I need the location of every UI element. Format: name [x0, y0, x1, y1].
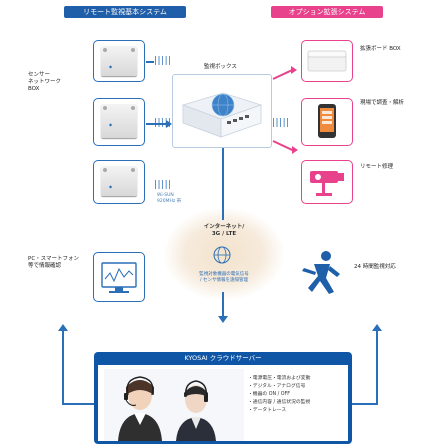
- globe-icon: [213, 246, 231, 268]
- server-bullet: ・通信内容 / 通信状況の監視: [248, 400, 311, 405]
- monitoring-label: 24 時間監視対応: [354, 264, 396, 270]
- internet-label: インターネット/ 3G / LTE: [203, 224, 245, 237]
- server-inner: ・電源電圧・電流および変動 ・デジタル・アナログ信号 ・機器の ON / OFF…: [98, 365, 348, 441]
- sensor-box-3: ◆: [93, 160, 145, 204]
- pc-label: PC・スマートフォン 等で情報確認: [28, 256, 79, 269]
- arrow-line: [62, 331, 64, 405]
- arrow-line: [62, 403, 96, 405]
- server-bullet: ・電源電圧・電流および変動: [248, 376, 311, 381]
- arrow-pink-icon: [291, 66, 297, 74]
- signal-bars-icon: |||||: [154, 56, 172, 66]
- basic-system-banner: リモート監視基本システム: [64, 6, 186, 18]
- sensor-logo-icon: ◆: [109, 64, 113, 69]
- arrow-line-pink: [272, 140, 294, 152]
- option-label-field-analysis: 現場で調査・解析: [360, 100, 405, 106]
- option-label-expansion: 拡張ボード BOX: [360, 46, 401, 52]
- arrow-pink-icon: [292, 146, 298, 154]
- operators-illustration: [104, 369, 244, 441]
- arrow-line: [146, 123, 168, 125]
- running-person-icon: [296, 248, 346, 304]
- cloud-note: 監視対象機器の電気信号 / センサ情報を遠隔管理: [199, 272, 249, 283]
- expansion-board-icon: [307, 50, 347, 72]
- internet-cloud: [164, 208, 284, 300]
- sensor-logo-icon: ◆: [109, 184, 113, 189]
- arrow-line: [222, 292, 224, 316]
- arrow-line: [376, 331, 378, 405]
- arrow-line: [222, 148, 224, 220]
- option-system-banner: オプション拡張システム: [271, 6, 383, 18]
- option-box-remote-repair: [301, 160, 353, 204]
- arrow-up-icon: [58, 324, 68, 331]
- arrow-up-icon: [372, 324, 382, 331]
- option-box-expansion: [301, 40, 353, 82]
- camera-icon: [310, 171, 344, 196]
- signal-bars-icon: |||||: [154, 180, 172, 190]
- arrow-line: [350, 403, 378, 405]
- sensor-box-1: ◆: [93, 40, 145, 82]
- option-label-remote-repair: リモート修理: [360, 164, 394, 170]
- arrow-right-icon: [166, 120, 172, 128]
- monitor-chart-icon: [101, 262, 137, 293]
- monitor-box-frame: [172, 74, 272, 148]
- sensor-box-2: ◆: [93, 98, 145, 146]
- arrow-down-icon: [218, 316, 228, 323]
- pc-box: [93, 252, 145, 302]
- server-bullet: ・デジタル・アナログ信号: [248, 384, 306, 389]
- server-bullet: ・データトレース: [248, 408, 287, 413]
- sensor-network-label: センサー ネットワーク BOX: [28, 72, 62, 92]
- cloud-server-panel: KYOSAI クラウドサーバー ・電源電圧・電流および変動 ・デジタル・アナログ…: [94, 352, 352, 444]
- sensor-logo-icon: ◆: [109, 122, 113, 127]
- monitor-box-label: 監視ボックス: [204, 64, 237, 70]
- server-title: KYOSAI クラウドサーバー: [184, 354, 262, 362]
- smartphone-icon: [318, 104, 336, 138]
- wisun-label: Wi-SUN 920MHz 帯: [157, 193, 182, 204]
- monitor-device-icon: [181, 92, 263, 138]
- signal-bars-icon: |||||: [272, 118, 290, 128]
- option-box-field-analysis: [301, 98, 353, 146]
- server-bullet: ・機器の ON / OFF: [248, 392, 291, 397]
- arrow-line: [146, 61, 154, 63]
- server-bullet-list: ・電源電圧・電流および変動 ・デジタル・アナログ信号 ・機器の ON / OFF…: [248, 375, 346, 415]
